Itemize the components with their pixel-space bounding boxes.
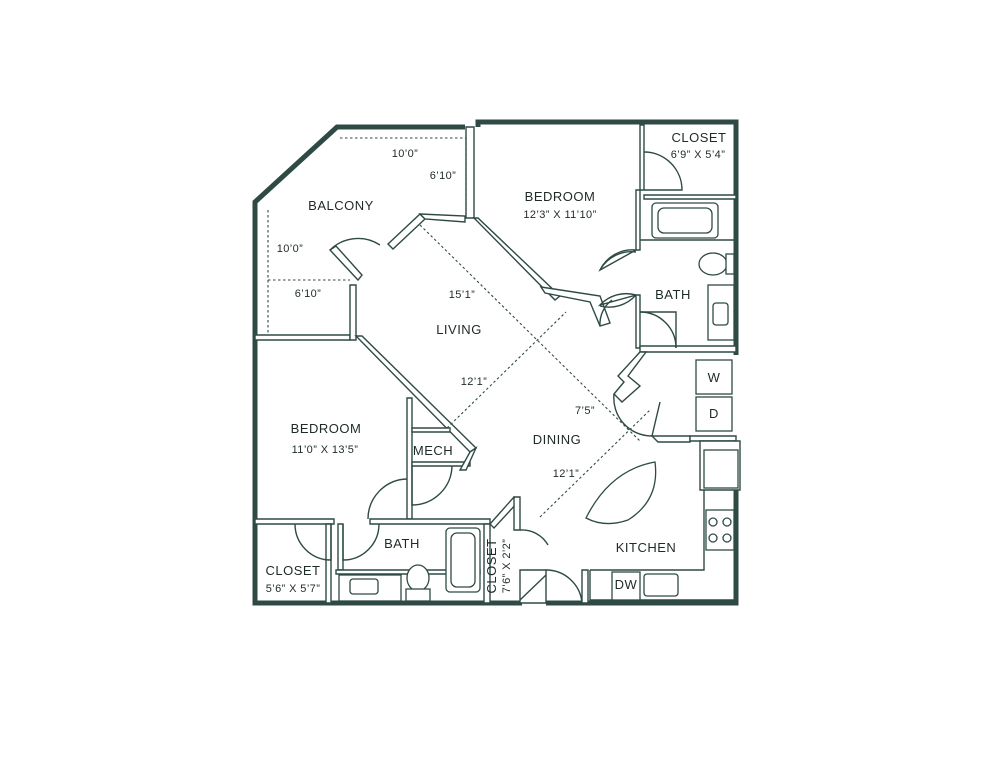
dining-width: 12’1” [553, 468, 579, 480]
living-label: LIVING [436, 322, 482, 337]
bedroom-1-size: 12’3” X 11’10” [523, 209, 596, 221]
exterior-walls [252, 119, 739, 606]
closet-2-label: CLOSET [265, 563, 320, 578]
interior-walls [254, 124, 741, 604]
closet-1-size: 6’9” X 5’4” [671, 149, 726, 161]
cooktop [705, 509, 735, 551]
room-labels: BALCONY 10’0” 6’10” 10’0” 6’10” BEDROOM … [265, 130, 726, 595]
toilet-2 [406, 564, 430, 592]
kitchen-label: KITCHEN [616, 540, 677, 555]
bedroom-1-label: BEDROOM [525, 189, 596, 204]
dryer-label: D [709, 406, 719, 421]
balcony-left-depth: 6’10” [295, 288, 321, 300]
living-width: 12’1” [461, 376, 487, 388]
closet-1-label: CLOSET [671, 130, 726, 145]
washer [695, 359, 733, 395]
balcony-top-width: 10’0” [392, 148, 418, 160]
bedroom-2-label: BEDROOM [291, 421, 362, 436]
balcony-left-width: 10’0” [277, 243, 303, 255]
washer-label: W [708, 370, 721, 385]
closet-3-label: CLOSET [484, 538, 499, 593]
door-swings [294, 151, 683, 604]
closet-2-size: 5’6” X 5’7” [266, 583, 321, 595]
bath-1-label: BATH [655, 287, 691, 302]
balcony-label: BALCONY [308, 198, 374, 213]
dishwasher [611, 571, 641, 601]
dining-label: DINING [533, 432, 582, 447]
dining-length: 7’5” [575, 405, 595, 417]
dimension-lines [267, 137, 651, 518]
mech-label: MECH [413, 443, 453, 458]
bath-2-label: BATH [384, 536, 420, 551]
kitchen-sink [643, 573, 679, 597]
refrigerator [703, 449, 739, 489]
fixtures [338, 202, 739, 602]
closet-3-size: 7’6” X 2’2” [501, 539, 513, 594]
dryer [695, 396, 733, 432]
balcony-top-depth: 6’10” [430, 170, 456, 182]
toilet-1 [698, 252, 728, 276]
bedroom-2-size: 11’0” X 13’5” [292, 444, 359, 456]
living-length: 15’1” [449, 289, 475, 301]
dishwasher-label: DW [615, 577, 638, 592]
kitchen-island [585, 461, 657, 525]
